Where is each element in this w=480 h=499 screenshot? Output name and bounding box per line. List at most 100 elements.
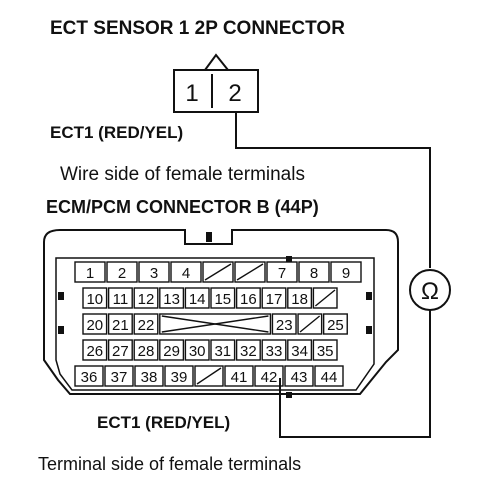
terminal-number: 17 — [266, 291, 283, 308]
terminal-number: 1 — [86, 265, 94, 282]
terminal-cell — [194, 365, 224, 387]
terminal-number: 26 — [86, 343, 103, 360]
terminal-cell — [210, 339, 236, 361]
terminal-number: 29 — [163, 343, 180, 360]
terminal-cell — [82, 339, 108, 361]
terminal-cell — [74, 261, 106, 283]
terminal-number: 33 — [266, 343, 283, 360]
terminal-cell — [287, 339, 313, 361]
terminal-cell — [224, 365, 254, 387]
unused-terminal-slash — [299, 315, 321, 333]
terminal-cell — [261, 339, 287, 361]
terminal-number: 9 — [342, 265, 350, 282]
terminal-side-note: Terminal side of female terminals — [38, 454, 302, 474]
terminal-number: 42 — [261, 369, 278, 386]
terminal-number: 11 — [113, 291, 129, 308]
unused-terminal-slash — [204, 263, 232, 281]
terminal-cell — [298, 261, 330, 283]
terminal-cell — [202, 261, 234, 283]
terminal-cell — [234, 261, 266, 283]
terminal-cell — [266, 261, 298, 283]
terminal-cell — [330, 261, 362, 283]
terminal-number: 15 — [214, 291, 231, 308]
wire-label-bottom: ECT1 (RED/YEL) — [97, 413, 231, 432]
terminal-cell — [107, 339, 133, 361]
ecm-connector-inner — [55, 257, 375, 391]
terminal-number: 4 — [182, 265, 190, 282]
terminal-number: 22 — [138, 317, 155, 334]
terminal-number: 20 — [86, 317, 103, 334]
terminal-cell — [254, 365, 284, 387]
terminal-number: 39 — [171, 369, 188, 386]
terminal-cell — [138, 261, 170, 283]
terminal-number: 7 — [278, 265, 286, 282]
terminal-cell — [82, 287, 108, 309]
terminal-cell — [104, 365, 134, 387]
terminal-number: 12 — [138, 291, 155, 308]
terminal-number: 41 — [231, 369, 248, 386]
terminal-cell — [74, 365, 104, 387]
terminal-number: 32 — [240, 343, 257, 360]
terminal-number: 30 — [189, 343, 206, 360]
ecm-connector-title: ECM/PCM CONNECTOR B (44P) — [46, 197, 319, 217]
terminal-number: 43 — [291, 369, 308, 386]
terminal-number: 18 — [291, 291, 308, 308]
terminal-cell — [271, 313, 297, 335]
terminal-cell — [159, 313, 272, 335]
terminal-cell — [312, 287, 338, 309]
wire-side-note: Wire side of female terminals — [60, 164, 305, 185]
terminal-cell — [287, 287, 313, 309]
terminal-cell — [107, 313, 133, 335]
terminal-number: 38 — [141, 369, 158, 386]
terminal-number: 36 — [81, 369, 98, 386]
sensor-connector-body — [173, 69, 259, 113]
terminal-cell — [235, 287, 261, 309]
wire-ect1-top — [235, 112, 431, 268]
terminal-number: 10 — [86, 291, 103, 308]
lock-tab — [58, 232, 372, 398]
terminal-cell — [106, 261, 138, 283]
terminal-cell — [134, 365, 164, 387]
terminal-number: 2 — [118, 265, 126, 282]
terminal-cell — [159, 287, 185, 309]
terminal-cell — [314, 365, 344, 387]
terminal-cell — [133, 313, 159, 335]
sensor-connector-latch — [204, 53, 229, 71]
terminal-cell — [164, 365, 194, 387]
terminal-cell — [184, 339, 210, 361]
terminal-number: 28 — [138, 343, 155, 360]
terminal-number: 16 — [240, 291, 257, 308]
sensor-terminal-2: 2 — [228, 80, 241, 107]
sensor-connector-title: ECT SENSOR 1 2P CONNECTOR — [50, 18, 345, 39]
terminal-cell — [107, 287, 133, 309]
sensor-terminal-1: 1 — [185, 80, 198, 107]
terminal-number: 25 — [327, 317, 344, 334]
terminal-number: 14 — [189, 291, 206, 308]
terminal-number: 3 — [150, 265, 158, 282]
terminal-cell — [159, 339, 185, 361]
terminal-number: 31 — [214, 343, 231, 360]
terminal-cell — [322, 313, 348, 335]
terminal-cell — [133, 339, 159, 361]
terminal-number: 44 — [321, 369, 338, 386]
ecm-connector-shell — [43, 229, 399, 395]
terminal-cell — [297, 313, 323, 335]
terminal-number: 34 — [291, 343, 308, 360]
terminal-number: 8 — [310, 265, 318, 282]
terminal-cell — [133, 287, 159, 309]
terminal-number: 37 — [111, 369, 128, 386]
terminal-cell — [284, 365, 314, 387]
terminal-number: 13 — [163, 291, 180, 308]
ohmmeter-symbol: Ω — [421, 278, 439, 305]
terminal-number: 21 — [112, 317, 129, 334]
wire-label-top: ECT1 (RED/YEL) — [50, 123, 184, 142]
unused-terminal-slash — [236, 263, 264, 281]
terminal-number: 23 — [276, 317, 293, 334]
terminal-cell — [184, 287, 210, 309]
terminal-number: 27 — [112, 343, 129, 360]
wire-ect1-bottom — [279, 310, 431, 438]
terminal-cell — [210, 287, 236, 309]
terminal-cell — [235, 339, 261, 361]
